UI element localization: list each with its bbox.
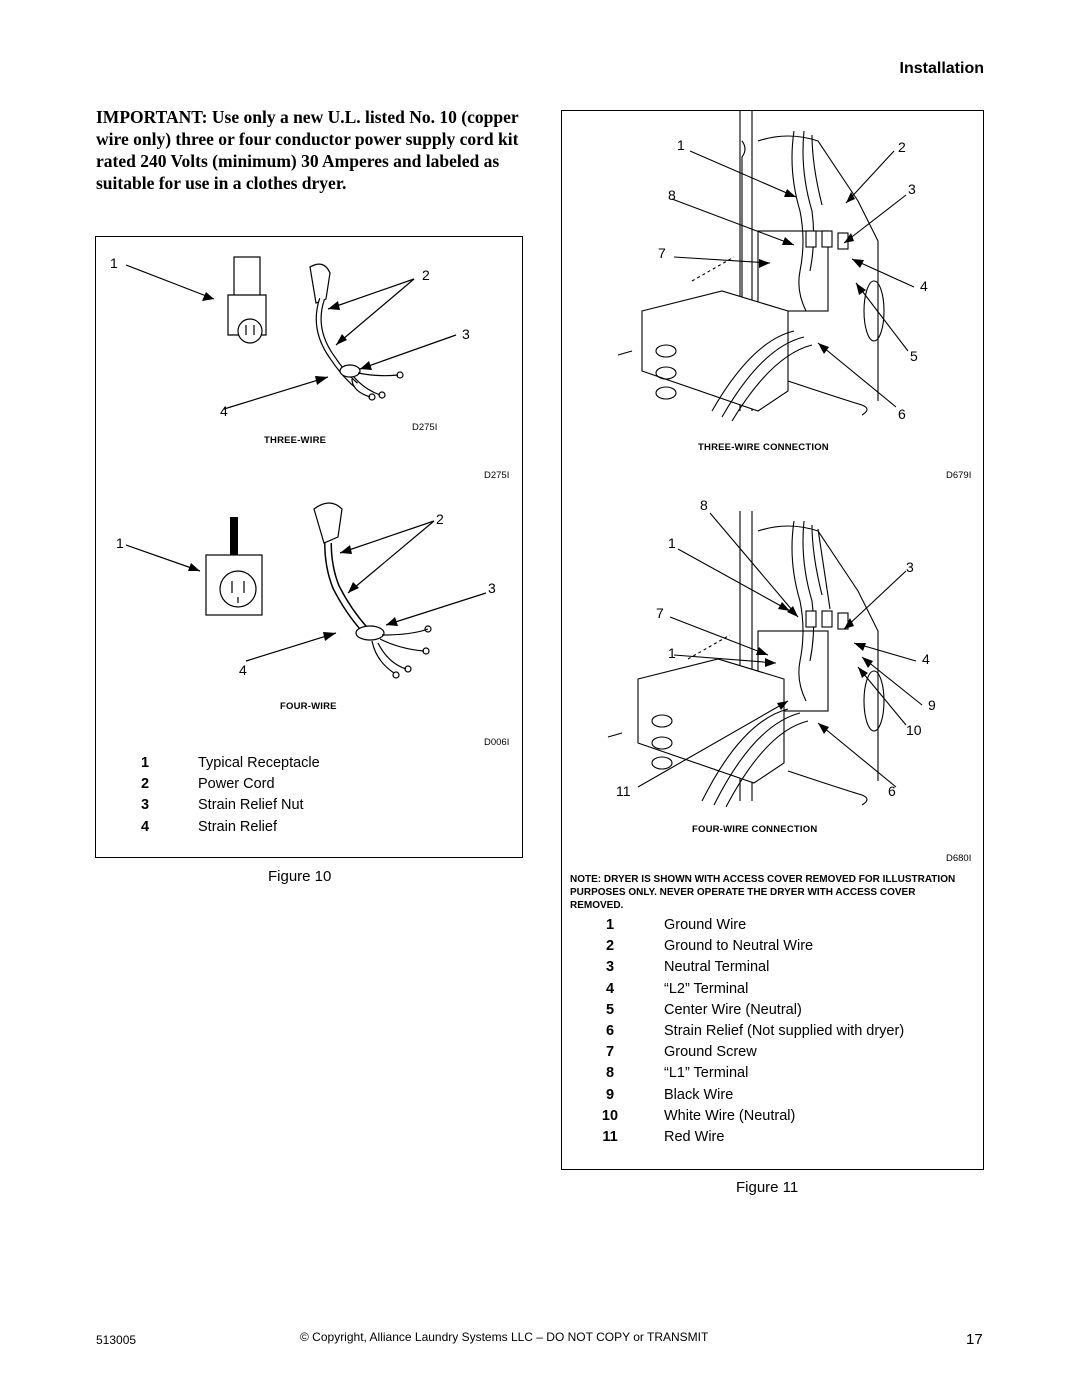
- callout-7: 7: [658, 245, 666, 261]
- drawing-code: D275I: [412, 422, 438, 433]
- callout-1: 1: [110, 255, 118, 271]
- callout-4: 4: [920, 278, 928, 294]
- callout-5: 5: [910, 348, 918, 364]
- callout-9: 9: [928, 697, 936, 713]
- callout-6: 6: [888, 783, 896, 799]
- figure-11-box: 1 2 8 3 7 4 5 6 THREE-WIRE CONNECTION D6…: [561, 110, 984, 1170]
- callout-2: 2: [422, 267, 430, 283]
- callout-7: 7: [656, 605, 664, 621]
- four-wire-connection-caption: FOUR-WIRE CONNECTION: [692, 824, 818, 835]
- three-wire-caption: THREE-WIRE: [264, 435, 327, 446]
- callout-10: 10: [906, 722, 922, 738]
- callout-3: 3: [908, 181, 916, 197]
- drawing-code: D680I: [946, 853, 972, 864]
- figure-10-label: Figure 10: [268, 868, 332, 885]
- figure-11-label: Figure 11: [736, 1179, 799, 1196]
- four-wire-caption: FOUR-WIRE: [280, 701, 337, 712]
- callout-4: 4: [922, 651, 930, 667]
- callout-3: 3: [462, 326, 470, 342]
- callout-1: 1: [677, 137, 685, 153]
- callout-1: 1: [116, 535, 124, 551]
- callout-2: 2: [898, 139, 906, 155]
- page-number: 17: [966, 1331, 983, 1348]
- callout-1: 1: [668, 645, 676, 661]
- section-title: Installation: [899, 60, 984, 77]
- callout-6: 6: [898, 406, 906, 422]
- callout-1: 1: [668, 535, 676, 551]
- callout-8: 8: [700, 497, 708, 513]
- legend-item: 4“L2” Terminal: [605, 980, 749, 997]
- figure-10-box: 1 2 3 4 D275I THREE-WIRE D275I 2 1 3 4 F…: [95, 236, 523, 858]
- figure-10-illustration: [125, 256, 487, 679]
- document-number: 513005: [96, 1333, 137, 1347]
- three-wire-connection-caption: THREE-WIRE CONNECTION: [698, 442, 829, 453]
- figure-11-illustration: [607, 111, 923, 808]
- callout-4: 4: [239, 662, 247, 678]
- safety-note: NOTE: DRYER IS SHOWN WITH ACCESS COVER R…: [570, 874, 956, 911]
- drawing-code: D006I: [484, 737, 510, 748]
- legend-item: 8“L1” Terminal: [605, 1065, 749, 1082]
- drawing-code: D679I: [946, 470, 972, 481]
- important-notice: IMPORTANT: Use only a new U.L. listed No…: [96, 107, 519, 193]
- callout-3: 3: [488, 580, 496, 596]
- callout-4: 4: [220, 403, 228, 419]
- copyright-notice: © Copyright, Alliance Laundry Systems LL…: [300, 1330, 709, 1344]
- callout-2: 2: [436, 511, 444, 527]
- callout-8: 8: [668, 187, 676, 203]
- callout-3: 3: [906, 559, 914, 575]
- callout-11: 11: [616, 783, 631, 799]
- drawing-code: D275I: [484, 470, 510, 481]
